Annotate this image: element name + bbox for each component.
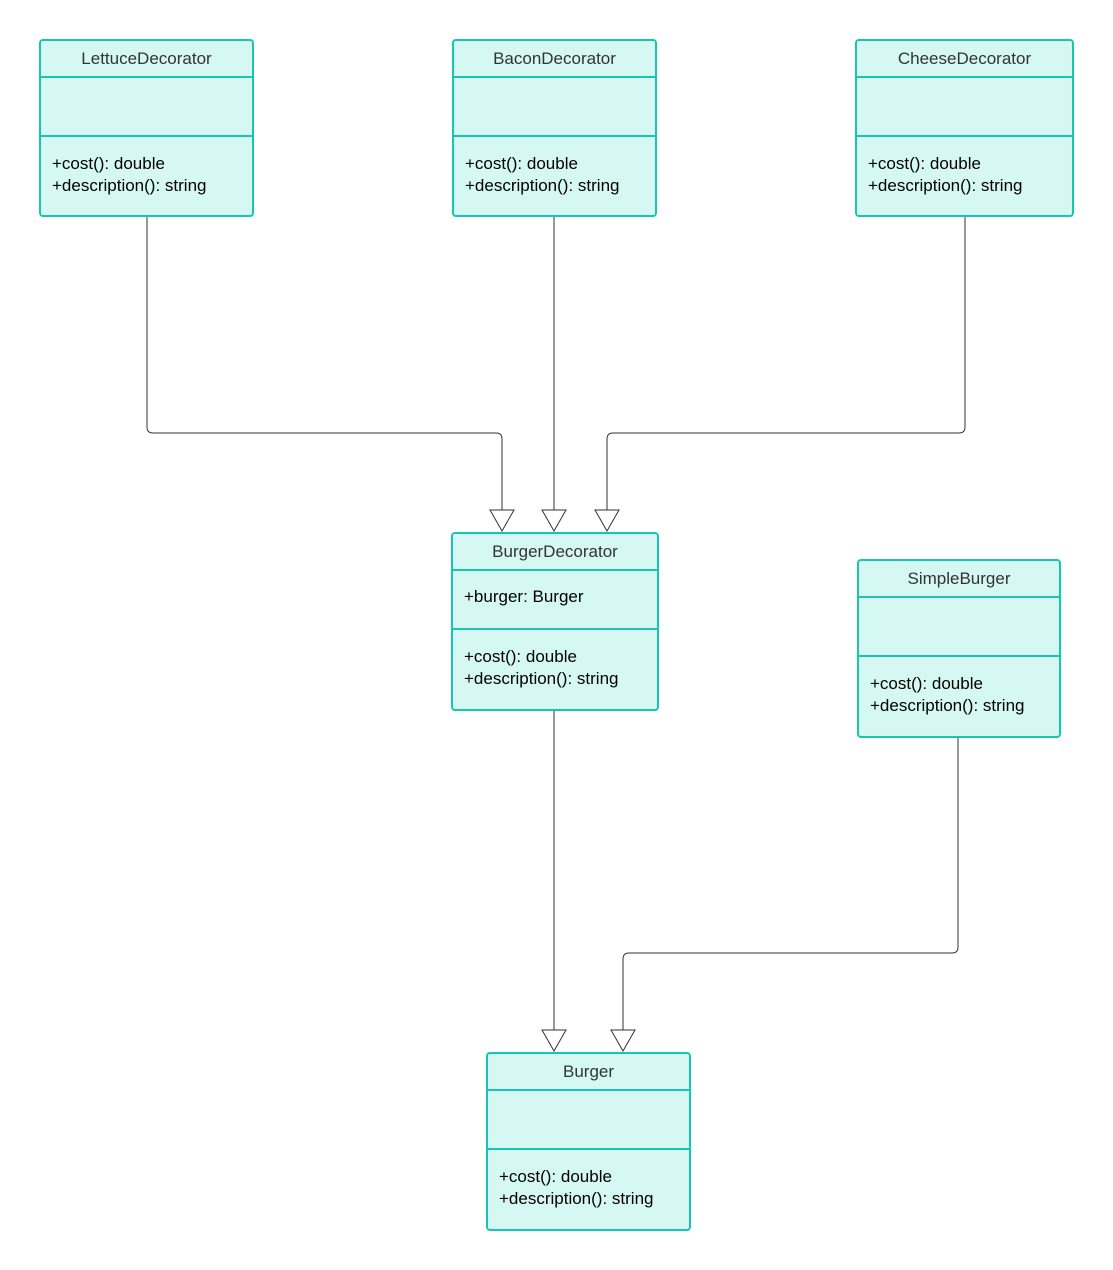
class-cheese-decorator[interactable]: CheeseDecorator +cost(): double +descrip…	[855, 39, 1074, 217]
operation: +cost(): double	[52, 154, 165, 173]
generalization-arrowhead	[541, 1029, 567, 1053]
operations-compartment: +cost(): double +description(): string	[41, 137, 252, 197]
class-burger-decorator[interactable]: BurgerDecorator +burger: Burger +cost():…	[451, 532, 659, 711]
class-name: LettuceDecorator	[41, 41, 252, 78]
class-name: CheeseDecorator	[857, 41, 1072, 78]
attributes-compartment	[488, 1091, 689, 1150]
generalization-arrowhead	[594, 509, 620, 533]
class-name: Burger	[488, 1054, 689, 1091]
operation: +cost(): double	[465, 154, 578, 173]
connector-cheese-to-burger-decorator	[606, 217, 966, 510]
connector-simple-burger-to-burger	[622, 737, 959, 1030]
operation: +description(): string	[870, 696, 1025, 715]
connector-lettuce-to-burger-decorator	[146, 217, 503, 510]
operations-compartment: +cost(): double +description(): string	[488, 1150, 689, 1210]
operation: +cost(): double	[464, 647, 577, 666]
class-simple-burger[interactable]: SimpleBurger +cost(): double +descriptio…	[857, 559, 1061, 738]
class-name: BaconDecorator	[454, 41, 655, 78]
operation: +description(): string	[464, 669, 619, 688]
operations-compartment: +cost(): double +description(): string	[857, 137, 1072, 197]
operation: +cost(): double	[870, 674, 983, 693]
operations-compartment: +cost(): double +description(): string	[453, 630, 657, 690]
generalization-arrowhead	[489, 509, 515, 533]
attribute: +burger: Burger	[464, 587, 584, 606]
operations-compartment: +cost(): double +description(): string	[454, 137, 655, 197]
operation: +description(): string	[499, 1189, 654, 1208]
class-burger[interactable]: Burger +cost(): double +description(): s…	[486, 1052, 691, 1231]
generalization-arrowhead	[541, 509, 567, 533]
attributes-compartment	[41, 78, 252, 137]
operations-compartment: +cost(): double +description(): string	[859, 657, 1059, 717]
attributes-compartment	[859, 598, 1059, 657]
operation: +description(): string	[868, 176, 1023, 195]
attributes-compartment: +burger: Burger	[453, 571, 657, 630]
attributes-compartment	[454, 78, 655, 137]
operation: +description(): string	[465, 176, 620, 195]
operation: +cost(): double	[499, 1167, 612, 1186]
class-bacon-decorator[interactable]: BaconDecorator +cost(): double +descript…	[452, 39, 657, 217]
class-lettuce-decorator[interactable]: LettuceDecorator +cost(): double +descri…	[39, 39, 254, 217]
operation: +description(): string	[52, 176, 207, 195]
attributes-compartment	[857, 78, 1072, 137]
operation: +cost(): double	[868, 154, 981, 173]
generalization-arrowhead	[610, 1029, 636, 1053]
class-name: SimpleBurger	[859, 561, 1059, 598]
class-name: BurgerDecorator	[453, 534, 657, 571]
